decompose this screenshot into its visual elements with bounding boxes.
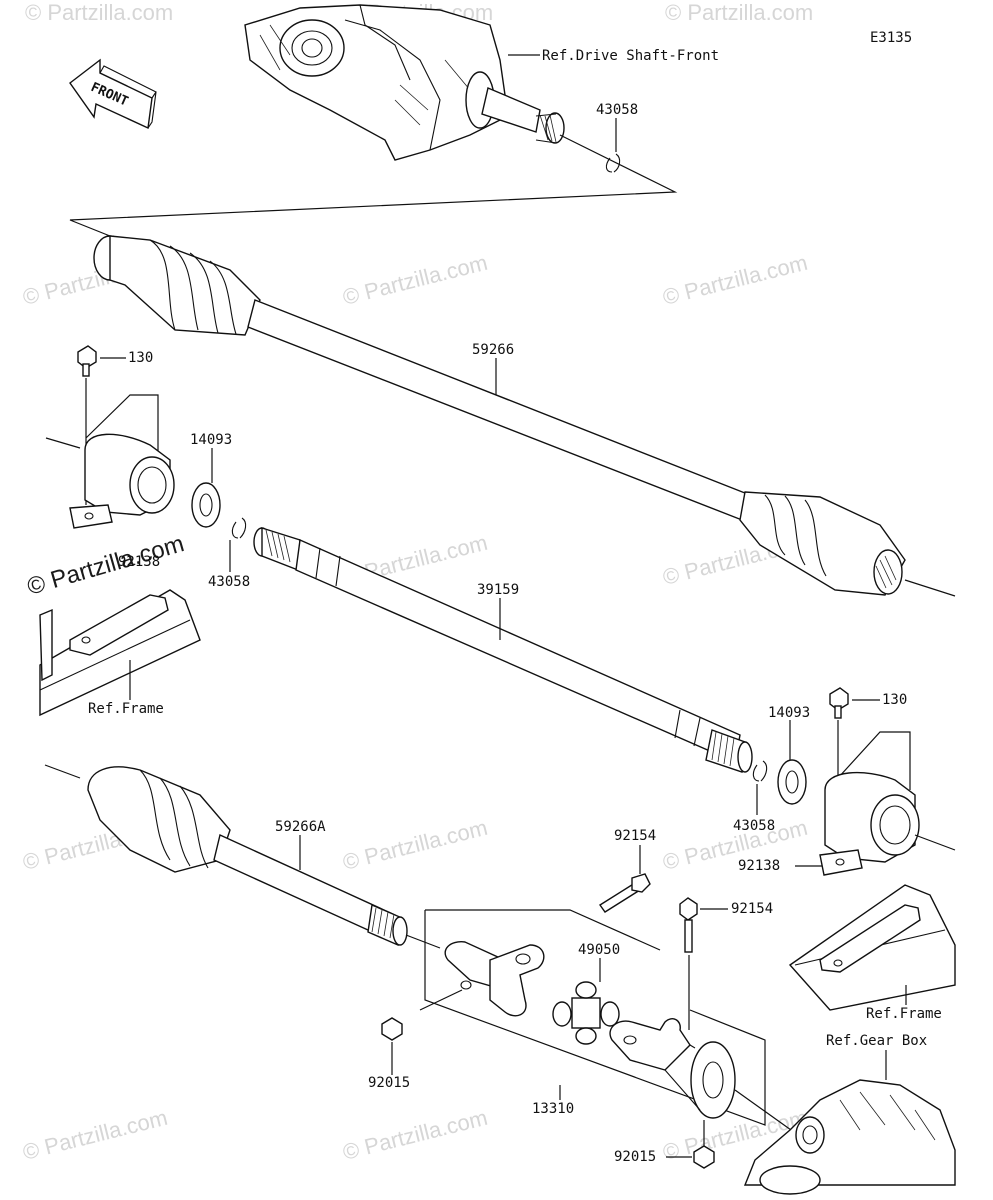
guide-line xyxy=(904,579,956,597)
washer-14093-left xyxy=(191,482,221,528)
ref-frame-left-label: Ref.Frame xyxy=(88,701,164,717)
circlip-43058-top xyxy=(605,153,621,173)
front-arrow-icon: FRONT xyxy=(69,58,157,130)
bolt-130-left xyxy=(77,345,97,377)
diagram-id: E3135 xyxy=(870,30,912,46)
part-label-43058: 43058 xyxy=(208,574,250,590)
part-label-59266: 59266 xyxy=(472,342,514,358)
bearing-housing-92138-left xyxy=(69,433,175,529)
ref-gear-box-label: Ref.Gear Box xyxy=(826,1033,927,1049)
part-label-92154: 92154 xyxy=(731,901,773,917)
part-label-92138: 92138 xyxy=(118,554,160,570)
circlip-43058-right xyxy=(752,760,768,782)
circlip-43058-left xyxy=(231,517,247,539)
flange-yoke xyxy=(609,1018,736,1119)
ref-frame-right-label: Ref.Frame xyxy=(866,1006,942,1022)
part-label-14093: 14093 xyxy=(768,705,810,721)
watermark: © Partzilla.com xyxy=(340,1105,490,1165)
frame-right xyxy=(788,884,956,1011)
spider-cross-49050 xyxy=(552,981,620,1045)
part-label-92154: 92154 xyxy=(614,828,656,844)
bolt-92154-vertical xyxy=(679,897,698,953)
watermark-prominent: © Partzilla.com xyxy=(24,530,187,601)
watermark: © Partzilla.com xyxy=(665,0,813,25)
part-label-43058: 43058 xyxy=(596,102,638,118)
assembly-bracket-13310 xyxy=(424,909,766,1126)
gear-box xyxy=(743,1079,956,1195)
guide-line xyxy=(405,934,441,949)
watermark: © Partzilla.com xyxy=(20,1105,170,1165)
yoke-front xyxy=(444,941,545,1017)
part-label-13310: 13310 xyxy=(532,1101,574,1117)
nut-92015-left xyxy=(381,1017,403,1041)
watermark: © Partzilla.com xyxy=(25,0,173,25)
part-label-43058: 43058 xyxy=(733,818,775,834)
part-label-39159: 39159 xyxy=(477,582,519,598)
guide-line xyxy=(69,134,678,241)
part-label-49050: 49050 xyxy=(578,942,620,958)
bolt-92154-angled xyxy=(598,873,651,913)
part-label-92015: 92015 xyxy=(614,1149,656,1165)
part-label-130: 130 xyxy=(128,350,153,366)
guide-line xyxy=(914,834,956,851)
watermark: © Partzilla.com xyxy=(340,250,490,310)
watermark: © Partzilla.com xyxy=(660,250,810,310)
propeller-shaft-39159 xyxy=(253,527,753,773)
guide-line xyxy=(419,989,463,1011)
washer-14093-right xyxy=(777,759,807,805)
bolt-130-right xyxy=(829,687,849,719)
part-label-130: 130 xyxy=(882,692,907,708)
front-differential-housing xyxy=(244,4,565,161)
cv-axle-59266 xyxy=(93,235,906,596)
watermark-layer: © Partzilla.com © Partzilla.com © Partzi… xyxy=(20,0,813,1165)
part-label-14093: 14093 xyxy=(190,432,232,448)
frame-left xyxy=(39,589,201,717)
watermark: © Partzilla.com xyxy=(340,815,490,875)
part-label-92138: 92138 xyxy=(738,858,780,874)
ref-drive-shaft-front-label: Ref.Drive Shaft-Front xyxy=(542,48,719,64)
cv-axle-59266A xyxy=(44,764,408,947)
part-label-92015: 92015 xyxy=(368,1075,410,1091)
guide-line xyxy=(45,437,81,449)
bearing-housing-92138-right xyxy=(819,771,920,876)
part-label-59266A: 59266A xyxy=(275,819,326,835)
